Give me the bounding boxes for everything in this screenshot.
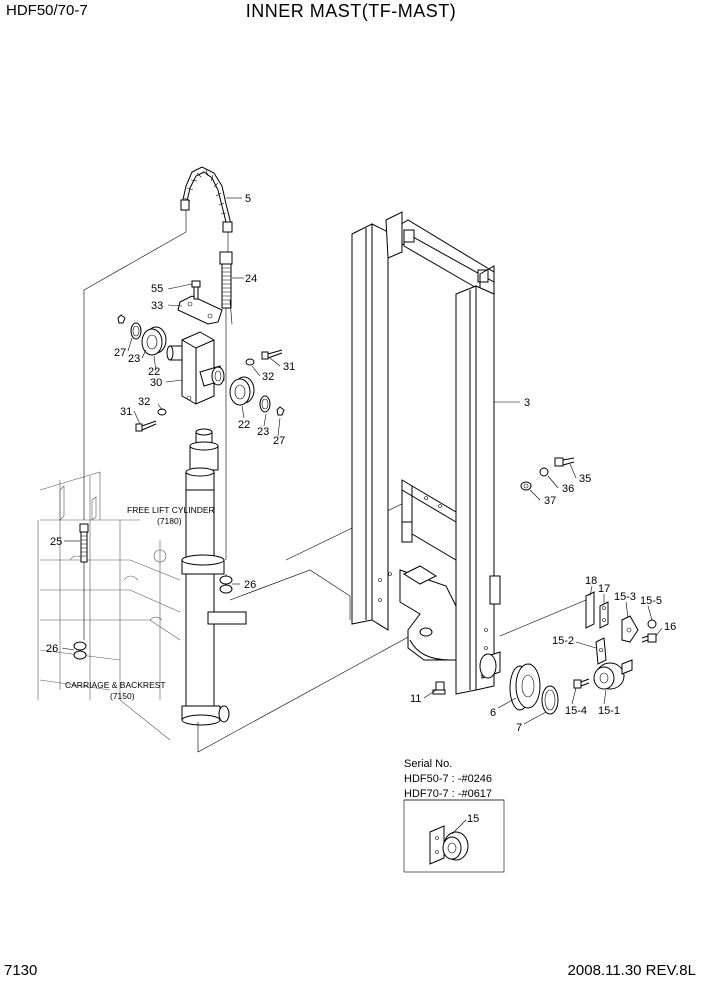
callout-26-left: 26 xyxy=(46,643,58,655)
snap-ring-7 xyxy=(541,685,559,715)
callout-6: 6 xyxy=(490,707,496,719)
bolt-16 xyxy=(641,633,657,643)
ring-15-5 xyxy=(647,619,657,629)
bolt-15-4 xyxy=(573,678,590,689)
serial-title: Serial No. xyxy=(404,758,452,770)
callout-36: 36 xyxy=(562,483,574,495)
bolt-31-lower xyxy=(135,420,157,432)
callout-23-left: 23 xyxy=(128,353,140,365)
free-lift-cylinder xyxy=(181,428,247,726)
carriage-backrest-ref: (7150) xyxy=(110,691,135,701)
callout-16: 16 xyxy=(664,621,676,633)
bolt-31-upper xyxy=(261,349,283,360)
nuts-26-left xyxy=(73,641,87,660)
anchor-plate xyxy=(177,295,223,325)
callout-15-4: 15-4 xyxy=(565,705,587,717)
callout-24: 24 xyxy=(245,273,257,285)
page-number: 7130 xyxy=(4,962,38,979)
carriage-backrest-note: CARRIAGE & BACKREST xyxy=(65,680,166,690)
serial-line-2: HDF70-7 : -#0617 xyxy=(404,788,492,800)
bracket-15-3 xyxy=(621,615,639,643)
callout-18: 18 xyxy=(585,575,597,587)
nuts-26-right xyxy=(219,575,233,594)
bracket-15-2 xyxy=(595,637,607,665)
callout-26-right: 26 xyxy=(244,579,256,591)
inner-mast xyxy=(351,211,501,695)
callout-33: 33 xyxy=(151,300,163,312)
shim-17 xyxy=(599,601,609,629)
callout-22-left: 22 xyxy=(148,366,160,378)
callout-11: 11 xyxy=(410,693,421,705)
bearing-right xyxy=(229,376,255,406)
spacer-ring-right xyxy=(259,395,271,413)
lift-chain xyxy=(180,166,233,233)
callout-15-1: 15-1 xyxy=(598,705,620,717)
callout-22-right: 22 xyxy=(238,419,250,431)
model-number: HDF50/70-7 xyxy=(6,2,88,19)
free-lift-cylinder-ref: (7180) xyxy=(157,516,182,526)
serial-line-1: HDF50-7 : -#0246 xyxy=(404,773,492,785)
callout-31-upper: 31 xyxy=(283,361,295,373)
callout-17: 17 xyxy=(598,583,610,595)
callout-23-right: 23 xyxy=(257,426,269,438)
cylinder-bracket xyxy=(166,331,225,405)
callout-35: 35 xyxy=(579,473,591,485)
washer-32-lower xyxy=(157,408,167,416)
free-lift-cylinder-note: FREE LIFT CYLINDER xyxy=(127,505,215,515)
callout-32-upper: 32 xyxy=(262,371,274,383)
shim-18 xyxy=(585,591,595,629)
revision-date: 2008.11.30 REV.8L xyxy=(567,962,696,979)
callout-15-inset: 15 xyxy=(467,813,479,825)
callout-15-3: 15-3 xyxy=(614,591,636,603)
callout-5: 5 xyxy=(245,193,251,205)
page-title: INNER MAST(TF-MAST) xyxy=(245,1,457,21)
callout-31-lower: 31 xyxy=(120,406,132,418)
callout-55: 55 xyxy=(151,283,163,295)
callout-25: 25 xyxy=(50,536,62,548)
callout-3: 3 xyxy=(524,397,530,409)
callout-27-right: 27 xyxy=(273,435,285,447)
shim-37 xyxy=(520,481,532,491)
callout-27-left: 27 xyxy=(114,347,126,359)
bolt-11 xyxy=(432,681,446,695)
anchor-bolt-25 xyxy=(79,523,89,563)
washer-36 xyxy=(539,467,549,477)
bearing-left xyxy=(141,326,167,356)
callout-7: 7 xyxy=(516,722,522,734)
callout-30: 30 xyxy=(150,377,162,389)
snap-ring-left xyxy=(117,314,126,324)
bolt-35 xyxy=(554,457,575,467)
callout-32-lower: 32 xyxy=(138,396,150,408)
roller-15-1 xyxy=(593,659,633,690)
callout-15-5: 15-5 xyxy=(640,595,662,607)
washer-32-upper xyxy=(245,358,255,366)
spacer-ring-left xyxy=(130,322,142,340)
callout-15-2: 15-2 xyxy=(552,635,574,647)
chain-anchor-bolt xyxy=(219,251,233,309)
callout-37: 37 xyxy=(544,495,556,507)
snap-ring-right xyxy=(276,406,285,416)
serial-inset xyxy=(403,799,505,873)
mast-roller xyxy=(479,651,541,711)
